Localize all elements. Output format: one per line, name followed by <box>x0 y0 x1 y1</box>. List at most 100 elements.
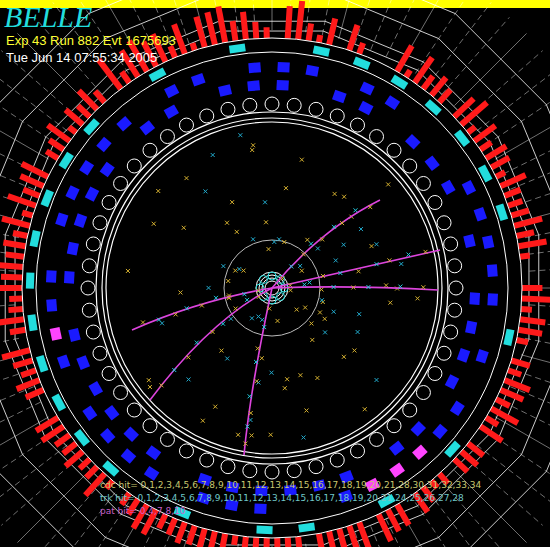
cdc-hit <box>203 189 207 193</box>
aerogel-counter <box>358 101 373 115</box>
aerogel-counter <box>457 348 470 363</box>
acc-counter <box>179 118 193 132</box>
cdc-hit <box>363 407 367 411</box>
acc-counter <box>387 143 401 157</box>
svd-ladder <box>268 272 276 280</box>
ecl-energy-bar <box>193 16 207 48</box>
klm-spoke <box>0 387 34 426</box>
cdc-hit <box>340 221 344 225</box>
klm-spoke <box>0 69 67 131</box>
ecl-energy-bar <box>264 538 270 547</box>
ecl-energy-bar <box>9 327 26 336</box>
ecl-energy-bar <box>1 347 30 360</box>
klm-spoke <box>0 445 67 507</box>
cdc-hit <box>303 306 307 310</box>
cdc-hit <box>225 221 229 225</box>
acc-counter <box>370 432 384 446</box>
aerogel-counter <box>85 186 99 201</box>
cdc-hit <box>370 244 374 248</box>
cdc-hit <box>267 307 271 311</box>
ecl-energy-bar <box>403 69 412 79</box>
cdc-hit <box>276 319 280 323</box>
ecl-energy-bar <box>326 531 336 547</box>
cdc-hit <box>250 316 254 320</box>
klm-outline <box>5 21 539 547</box>
cdc-hit <box>157 318 161 322</box>
tof-counter <box>298 522 315 532</box>
aerogel-counter <box>389 463 405 478</box>
ecl-energy-bar <box>499 172 527 189</box>
aerogel-counter <box>96 137 111 153</box>
cdc-hit <box>225 356 229 360</box>
cdc-hit <box>211 153 215 157</box>
charged-track <box>244 288 272 455</box>
ecl-energy-bar <box>22 187 41 199</box>
hit-list: pat hit= 0,4,7,8,10 <box>100 506 186 516</box>
acc-counter <box>86 237 100 251</box>
aerogel-counter <box>46 270 57 283</box>
acc-counter <box>449 281 463 295</box>
ecl-energy-bar <box>35 415 60 434</box>
cdc-hit <box>407 253 411 257</box>
aerogel-counter <box>64 271 75 284</box>
cdc-hit <box>309 242 313 246</box>
ecl-energy-bar <box>264 27 270 38</box>
aerogel-counter <box>57 354 70 369</box>
ecl-energy-bar <box>48 138 66 153</box>
ecl-energy-bar <box>0 316 24 325</box>
cdc-hit <box>321 274 325 278</box>
acc-counter <box>330 109 344 123</box>
cdc-hit <box>309 321 313 325</box>
klm-spoke <box>442 482 509 547</box>
ecl-energy-bar <box>336 528 352 547</box>
ecl-energy-bar <box>376 513 394 542</box>
aerogel-counter <box>139 120 155 135</box>
svd-ladder <box>260 276 268 284</box>
cdc-hit <box>280 276 284 280</box>
klm-spoke <box>17 470 89 542</box>
ecl-energy-bar <box>12 357 33 369</box>
aerogel-counter <box>445 374 459 389</box>
cdc-hit <box>141 320 145 324</box>
cdc-hit <box>320 288 324 292</box>
cdc-hit <box>172 368 176 372</box>
ecl-energy-bar <box>20 161 49 179</box>
ecl-energy-bar <box>516 337 529 345</box>
klm-spoke <box>503 129 550 174</box>
acc-counter <box>351 118 365 132</box>
cdc-hit <box>375 262 379 266</box>
cdc-hit <box>254 360 258 364</box>
cdc-hit <box>338 271 342 275</box>
cdc-hit <box>352 348 356 352</box>
acc-counter <box>437 216 451 230</box>
acc-counter <box>287 98 301 112</box>
acc-counter <box>309 102 323 116</box>
ring-outline <box>36 52 508 524</box>
cdc-hit <box>235 230 239 234</box>
aerogel-counter <box>410 421 426 437</box>
ecl-energy-bar <box>479 424 504 444</box>
cdc-hit <box>342 355 346 359</box>
cdc-hit <box>387 258 391 262</box>
klm-spoke <box>401 511 452 547</box>
cdc-hit <box>332 310 336 314</box>
aerogel-counter <box>360 81 375 95</box>
tof-counter <box>229 43 246 53</box>
cdc-hit <box>251 237 255 241</box>
cdc-hit <box>301 435 305 439</box>
cdc-hit <box>185 306 189 310</box>
aerogel-counter <box>55 212 68 227</box>
acc-counter <box>179 444 193 458</box>
cdc-hit <box>357 269 361 273</box>
ecl-energy-bar <box>510 208 529 219</box>
tof-counter <box>26 272 35 288</box>
klm-spoke <box>415 0 472 73</box>
cdc-hit <box>250 433 254 437</box>
klm-spoke <box>529 305 550 312</box>
klm-spoke <box>0 402 41 447</box>
aerogel-counter <box>123 426 139 442</box>
cdc-hit <box>221 264 225 268</box>
ecl-energy-bar <box>295 1 305 40</box>
cdc-hit <box>318 310 322 314</box>
